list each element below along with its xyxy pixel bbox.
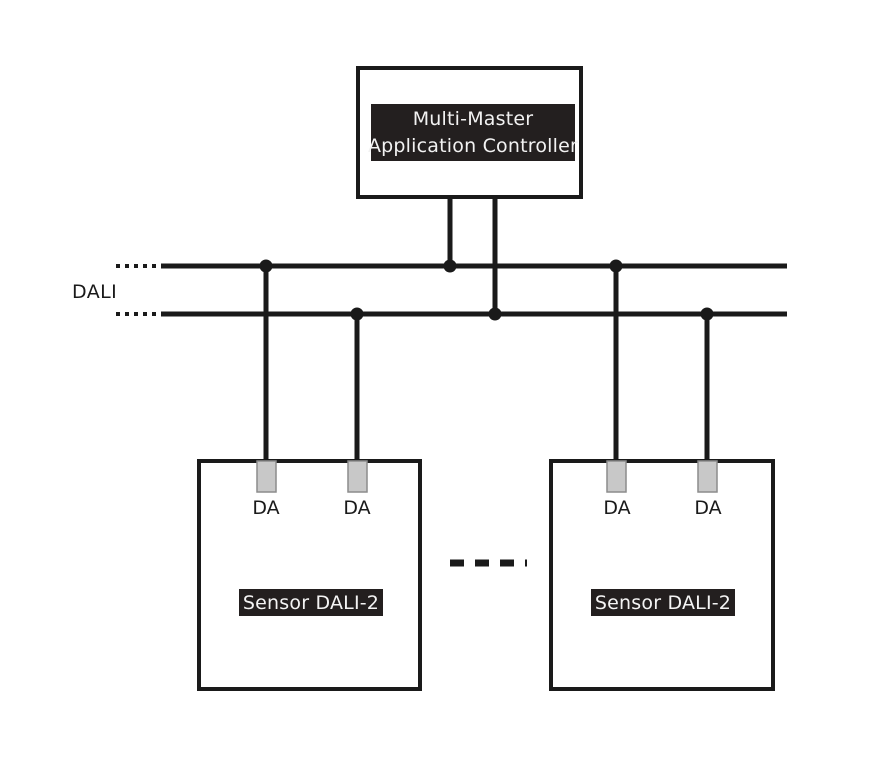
sensor-right-box [549,459,775,691]
sensor-left-box [197,459,422,691]
terminal-label-left-da2: DA [343,497,371,519]
junction-dot-controller-bottom-bus [488,307,502,321]
terminal-pad-right-da2 [697,460,718,493]
terminal-label-right-da2: DA [694,497,722,519]
sensor-left-label-band: Sensor DALI-2 [239,589,383,616]
dali-bus-label: DALI [72,281,118,303]
terminal-pad-left-da1 [256,460,277,493]
terminal-pad-right-da1 [606,460,627,493]
terminal-label-left-da1: DA [252,497,280,519]
junction-dot-right-da1-top-bus [609,259,623,273]
controller-label-line1: Multi-Master [412,107,534,130]
terminal-pad-left-da2 [347,460,368,493]
controller-label-band: Multi-Master Application Controller [367,104,579,161]
junction-dot-right-da2-bottom-bus [700,307,714,321]
sensor-right-label-band: Sensor DALI-2 [591,589,735,616]
controller-label-line2: Application Controller [367,134,579,157]
junction-dot-controller-top-bus [443,259,457,273]
sensor-left-label: Sensor DALI-2 [242,591,380,614]
junction-dot-left-da1-top-bus [259,259,273,273]
junction-dot-left-da2-bottom-bus [350,307,364,321]
terminal-label-right-da1: DA [603,497,631,519]
sensor-right-label: Sensor DALI-2 [594,591,732,614]
